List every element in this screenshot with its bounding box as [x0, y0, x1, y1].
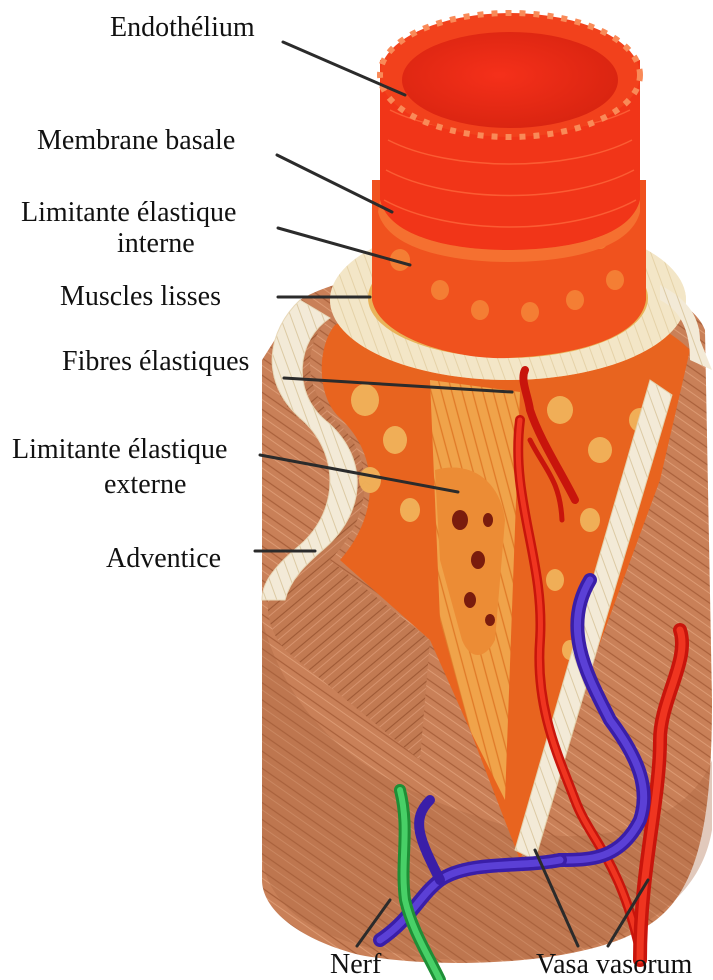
label-adventice: Adventice — [106, 543, 221, 574]
label-limitante-interne-2: interne — [117, 228, 195, 259]
label-limitante-externe-1: Limitante élastique — [12, 434, 227, 465]
label-membrane-basale: Membrane basale — [37, 125, 235, 156]
label-limitante-interne-1: Limitante élastique — [21, 197, 236, 228]
label-vasa-vasorum: Vasa vasorum — [536, 949, 693, 980]
label-endothelium: Endothélium — [110, 12, 255, 43]
label-limitante-externe-2: externe — [104, 469, 186, 500]
intima-tube — [372, 13, 646, 358]
vessel-lumen — [402, 32, 618, 128]
label-muscles-lisses: Muscles lisses — [60, 281, 221, 312]
label-nerf: Nerf — [330, 949, 382, 980]
label-fibres-elastiques: Fibres élastiques — [62, 346, 249, 377]
